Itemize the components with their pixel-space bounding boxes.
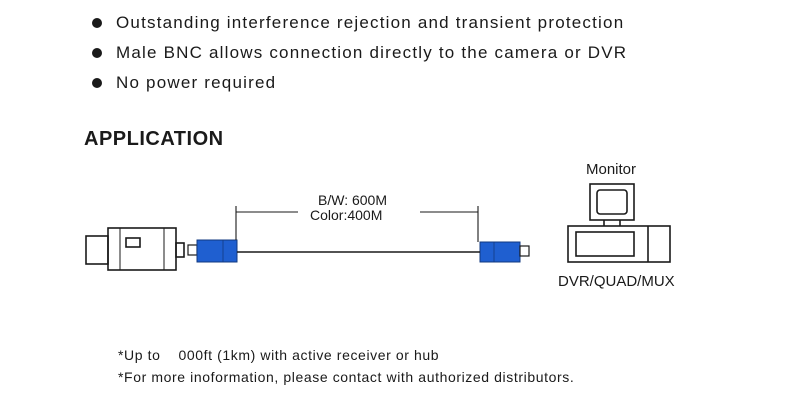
bullet-dot-icon (92, 78, 102, 88)
right-connector-body (479, 241, 521, 263)
note-range: *Up to 000ft (1km) with active receiver … (118, 347, 440, 363)
color-distance-label: Color:400M (310, 207, 382, 223)
balun-receiver-icon (479, 241, 530, 263)
feature-item: No power required (92, 68, 627, 98)
feature-text: No power required (116, 73, 277, 92)
feature-text: Outstanding interference rejection and t… (116, 13, 625, 32)
dvr-label: DVR/QUAD/MUX (558, 273, 675, 290)
feature-item: Male BNC allows connection directly to t… (92, 38, 627, 68)
feature-item: Outstanding interference rejection and t… (92, 8, 627, 38)
note-contact: *For more inoformation, please contact w… (118, 369, 575, 385)
notes: *Up to 000ft (1km) with active receiver … (118, 344, 574, 388)
application-heading: APPLICATION (84, 128, 224, 150)
feature-list: Outstanding interference rejection and t… (92, 8, 627, 98)
monitor-label: Monitor (586, 161, 636, 178)
left-connector-body (196, 239, 238, 263)
bullet-dot-icon (92, 48, 102, 58)
distance-indicator (235, 206, 479, 242)
camera-icon (85, 227, 185, 271)
bullet-dot-icon (92, 18, 102, 28)
monitor-icon (589, 183, 635, 226)
balun-transmitter-icon (187, 239, 238, 263)
bw-distance-label: B/W: 600M (318, 192, 387, 208)
feature-text: Male BNC allows connection directly to t… (116, 43, 628, 62)
dvr-icon (567, 225, 671, 263)
